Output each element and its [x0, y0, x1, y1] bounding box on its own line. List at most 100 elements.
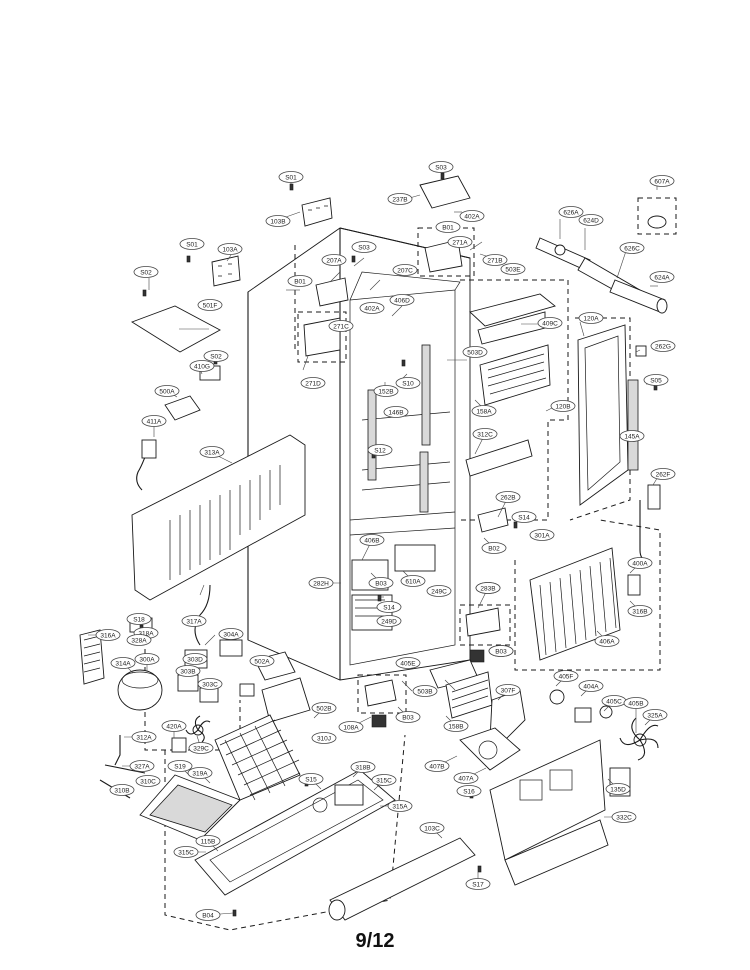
- callout-label: 310C: [135, 775, 161, 787]
- callout-text: 325A: [647, 712, 663, 719]
- callout-text: 626C: [624, 245, 640, 252]
- callout-label: S01: [179, 238, 205, 250]
- callout-text: 271D: [305, 380, 321, 387]
- callout-text: 120B: [555, 403, 570, 410]
- callout-text: S12: [374, 447, 386, 454]
- callout-label: 120B: [550, 400, 576, 412]
- callout-text: 108A: [343, 724, 359, 731]
- callout-text: 420A: [166, 723, 182, 730]
- callout-label: 315A: [387, 800, 413, 812]
- callout-text: 307F: [501, 687, 516, 694]
- callout-text: 300A: [139, 656, 155, 663]
- callout-text: 503B: [417, 688, 432, 695]
- callout-label: 409C: [537, 317, 563, 329]
- callout-text: B03: [375, 580, 387, 587]
- callout-text: 610A: [405, 578, 421, 585]
- callout-text: 405E: [400, 660, 416, 667]
- callout-label: 626C: [619, 242, 645, 254]
- callout-label: 406D: [389, 294, 415, 306]
- callout-text: 327A: [134, 763, 150, 770]
- callout-label: 325A: [642, 709, 668, 721]
- callout-text: 262F: [656, 471, 671, 478]
- callout-text: S05: [650, 377, 662, 384]
- callout-text: 310B: [114, 787, 129, 794]
- callout-label: 319A: [187, 767, 213, 779]
- callout-label: S03: [351, 241, 377, 253]
- callout-label: 607A: [649, 175, 675, 187]
- callout-label: 145A: [619, 430, 645, 442]
- part-262g: [635, 345, 647, 357]
- callout-text: 329C: [193, 745, 209, 752]
- rail-145a: [627, 379, 639, 471]
- callout-text: 310C: [140, 778, 156, 785]
- callout-text: 317A: [186, 618, 202, 625]
- callout-label: 237B: [387, 193, 413, 205]
- callout-label: 300A: [134, 653, 160, 665]
- callout-label: 301A: [529, 529, 555, 541]
- callout-text: 249C: [431, 588, 447, 595]
- handle-624a: [609, 279, 668, 314]
- callout-label: 304A: [218, 628, 244, 640]
- callout-text: 271C: [333, 323, 349, 330]
- callout-label: S16: [456, 785, 482, 797]
- callout-text: 103A: [222, 246, 238, 253]
- callout-text: 314A: [115, 660, 131, 667]
- callout-label: 405B: [623, 697, 649, 709]
- callout-text: B01: [294, 278, 306, 285]
- part-405f: [549, 689, 565, 705]
- callout-label: B01: [435, 221, 461, 233]
- callout-text: B04: [202, 912, 214, 919]
- panel-407a: [489, 739, 606, 861]
- callout-text: 262G: [655, 343, 671, 350]
- callout-text: S02: [140, 269, 152, 276]
- callout-label: 313A: [199, 446, 225, 458]
- page-number: 9/12: [355, 930, 395, 952]
- callout-text: 303C: [202, 681, 218, 688]
- callout-text: 249D: [381, 618, 397, 625]
- callout-label: B03: [488, 645, 514, 657]
- compressor-300a: [117, 669, 163, 711]
- callout-text: 400A: [632, 560, 648, 567]
- callout-label: 501F: [197, 299, 223, 311]
- callout-text: 103B: [270, 218, 285, 225]
- cover-103c: [328, 837, 476, 921]
- callout-text: S18: [133, 616, 145, 623]
- callout-label: 152B: [373, 385, 399, 397]
- callout-text: 318A: [138, 630, 154, 637]
- callout-text: 318B: [355, 764, 370, 771]
- callout-label: 271B: [482, 254, 508, 266]
- callout-label: 307F: [495, 684, 521, 696]
- part-502b: [261, 677, 311, 723]
- callout-label: 158B: [443, 720, 469, 732]
- callout-text: 404A: [583, 683, 599, 690]
- callout-text: B03: [495, 648, 507, 655]
- callout-label: 502B: [311, 702, 337, 714]
- back-panel-313a: [131, 434, 306, 601]
- bracket-103a: [211, 255, 241, 287]
- callout-text: S16: [463, 788, 475, 795]
- callout-label: S02: [203, 350, 229, 362]
- callout-label: S02: [133, 266, 159, 278]
- callout-text: 316B: [632, 608, 647, 615]
- callout-label: 303D: [182, 653, 208, 665]
- part-500a: [164, 395, 201, 421]
- callout-text: 315C: [178, 849, 194, 856]
- callout-label: 503E: [500, 263, 526, 275]
- callout-text: 607A: [654, 178, 670, 185]
- callout-label: 502A: [249, 655, 275, 667]
- part-304a: [219, 639, 243, 657]
- callout-label: S05: [643, 374, 669, 386]
- callout-label: 312C: [472, 428, 498, 440]
- callout-label: 402A: [359, 302, 385, 314]
- callout-label: 314A: [110, 657, 136, 669]
- callout-label: 503D: [462, 346, 488, 358]
- callout-label: 303C: [197, 678, 223, 690]
- callout-text: 262B: [500, 494, 515, 501]
- callout-label: 315C: [371, 774, 397, 786]
- callout-label: 407B: [424, 760, 450, 772]
- callout-label: 115B: [195, 835, 221, 847]
- callout-text: 409C: [542, 320, 558, 327]
- callout-label: 500A: [154, 385, 180, 397]
- callout-label: 328A: [126, 634, 152, 646]
- callout-label: 406A: [594, 635, 620, 647]
